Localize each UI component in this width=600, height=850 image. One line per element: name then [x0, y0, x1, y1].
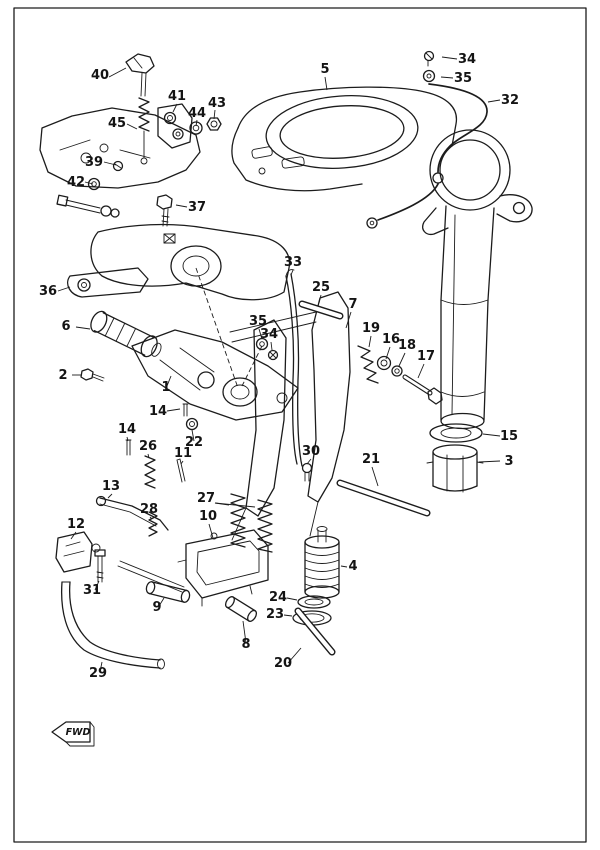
- frame-border: [13, 7, 587, 843]
- clamp-12: [55, 531, 101, 573]
- part-label-33: 33: [284, 255, 302, 270]
- upper-bracket-plate: [39, 103, 222, 218]
- part-label-4: 4: [348, 559, 357, 574]
- swivel-arm-1: [131, 329, 299, 421]
- part-label-20: 20: [274, 656, 292, 671]
- callout-labels: 40 41 44 43 5 34 35 32 45 39 42 37 36 33…: [39, 52, 519, 681]
- pin-11: [176, 458, 186, 483]
- part-label-17: 17: [417, 349, 435, 364]
- bushing-3: [426, 444, 484, 493]
- part-label-12: 12: [67, 517, 85, 532]
- part-label-28: 28: [140, 502, 158, 517]
- tilt-adjust-assembly: [357, 345, 443, 405]
- part-label-26: 26: [139, 439, 157, 454]
- bracket-10: [177, 529, 269, 607]
- part-label-31: 31: [83, 583, 101, 598]
- part-label-18: 18: [398, 338, 416, 353]
- pin-14-lower: [125, 439, 132, 456]
- washer-22: [185, 417, 199, 431]
- part-label-9: 9: [152, 600, 161, 615]
- roller-8: [224, 596, 258, 622]
- part-label-14-lower: 14: [118, 422, 136, 437]
- part-label-1: 1: [161, 380, 170, 395]
- part-label-11: 11: [174, 446, 192, 461]
- part-label-30: 30: [302, 444, 320, 459]
- springs-27: [230, 493, 273, 553]
- lever-13: [95, 495, 169, 531]
- flat-arm-36: [67, 267, 149, 298]
- steering-tube: [440, 205, 495, 430]
- rod-25: [298, 300, 344, 320]
- link-rod: [117, 560, 185, 593]
- part-label-42: 42: [67, 175, 85, 190]
- grip-cylinder-6: [90, 310, 162, 358]
- spring-28: [148, 511, 158, 537]
- pin-14-upper: [182, 403, 189, 417]
- roller-9: [145, 581, 191, 603]
- part-label-2: 2: [58, 368, 67, 383]
- part-label-34-top: 34: [458, 52, 476, 67]
- part-label-45: 45: [108, 116, 126, 131]
- part-label-44: 44: [188, 106, 206, 121]
- part-label-15: 15: [500, 429, 518, 444]
- steering-arm-casting: [90, 223, 291, 301]
- leader-lines: [57, 56, 501, 673]
- part-label-24: 24: [269, 590, 287, 605]
- part-label-34-mid: 34: [260, 327, 278, 342]
- part-label-5: 5: [320, 62, 329, 77]
- bolt-2: [80, 368, 105, 382]
- part-label-35-top: 35: [454, 71, 472, 86]
- spring-cylinder-4: [304, 526, 340, 599]
- part-label-37: 37: [188, 200, 206, 215]
- part-label-36: 36: [39, 284, 57, 299]
- center-bracket-plates: [195, 267, 351, 541]
- washer-15: [429, 423, 483, 443]
- tube-29: [60, 581, 165, 670]
- part-label-35-mid: 35: [249, 314, 267, 329]
- part-label-6: 6: [61, 319, 70, 334]
- part-label-19: 19: [362, 321, 380, 336]
- part-label-16: 16: [382, 332, 400, 347]
- ring-24: [297, 595, 331, 609]
- fwd-flag-icon: FWD: [51, 721, 95, 747]
- bolt-31: [94, 549, 106, 583]
- part-label-3: 3: [504, 454, 513, 469]
- part-label-13: 13: [102, 479, 120, 494]
- part-label-8: 8: [241, 637, 250, 652]
- fwd-flag-label: FWD: [66, 727, 91, 738]
- tilt-lock-lever: [125, 53, 155, 165]
- part-label-25: 25: [312, 280, 330, 295]
- part-label-22: 22: [185, 435, 203, 450]
- ground-wire: [366, 50, 488, 229]
- part-label-27: 27: [197, 491, 215, 506]
- swivel-bracket-cover: [231, 86, 533, 236]
- part-label-23: 23: [266, 607, 284, 622]
- bolt-37: [156, 194, 173, 227]
- part-label-29: 29: [89, 666, 107, 681]
- part-label-39: 39: [85, 155, 103, 170]
- part-label-41: 41: [168, 89, 186, 104]
- spring-26: [144, 455, 156, 489]
- part-label-40: 40: [91, 68, 109, 83]
- part-label-14-upper: 14: [149, 404, 167, 419]
- part-label-10: 10: [199, 509, 217, 524]
- rod-20: [294, 607, 336, 656]
- part-label-7: 7: [348, 297, 357, 312]
- part-label-43: 43: [208, 96, 226, 111]
- rod-21: [336, 479, 431, 517]
- part-label-21: 21: [362, 452, 380, 467]
- part-label-32: 32: [501, 93, 519, 108]
